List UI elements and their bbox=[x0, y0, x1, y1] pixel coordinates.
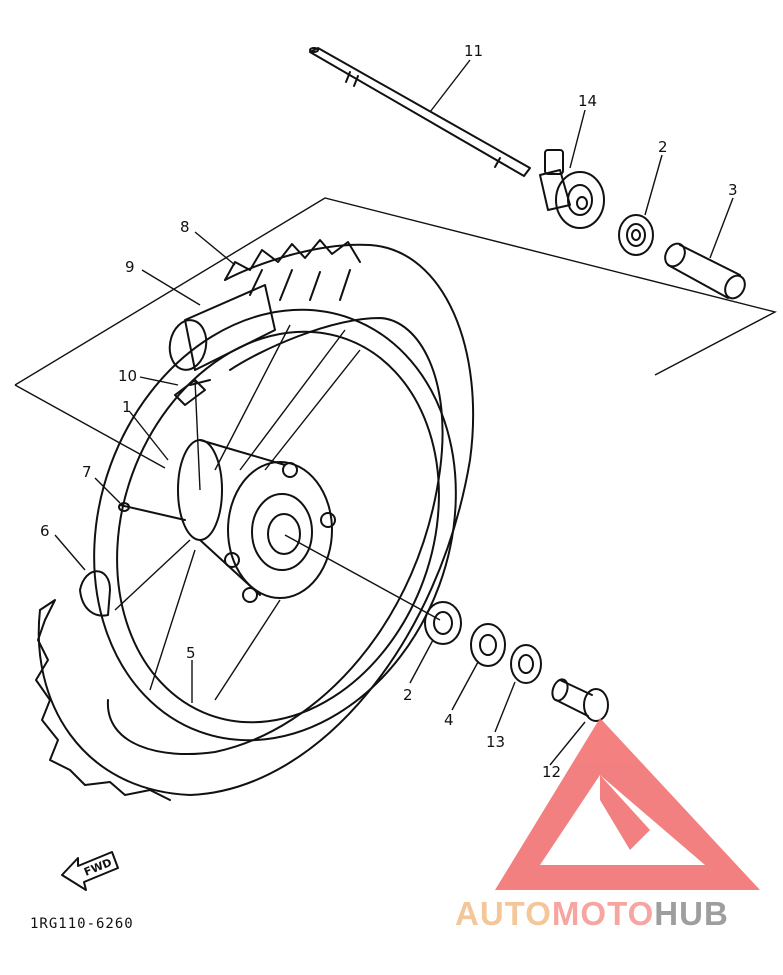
automotohub-logo-icon bbox=[495, 718, 760, 890]
callout-7: 7 bbox=[82, 463, 92, 481]
callout-12: 12 bbox=[542, 763, 561, 781]
speedometer-gear-unit bbox=[539, 149, 605, 229]
drawing-code: 1RG110-6260 bbox=[30, 916, 134, 932]
valve bbox=[174, 379, 211, 406]
callout-13: 13 bbox=[486, 733, 505, 751]
rim-band bbox=[79, 570, 111, 617]
callout-2-upper: 2 bbox=[658, 138, 668, 156]
watermark-hub: HUB bbox=[654, 895, 729, 932]
bearing-left bbox=[424, 601, 462, 645]
callout-9: 9 bbox=[125, 258, 135, 276]
callout-2-lower: 2 bbox=[403, 686, 413, 704]
oil-seal bbox=[470, 623, 506, 667]
tube bbox=[168, 284, 276, 371]
hub bbox=[177, 439, 336, 603]
watermark-moto: MOTO bbox=[552, 895, 654, 932]
callout-8: 8 bbox=[180, 218, 190, 236]
front-axle bbox=[309, 47, 531, 177]
watermark-text: AUTOMOTOHUB bbox=[455, 895, 729, 932]
rim bbox=[93, 308, 457, 742]
watermark-auto: AUTO bbox=[455, 895, 552, 932]
callout-14: 14 bbox=[578, 92, 597, 110]
callout-6: 6 bbox=[40, 522, 50, 540]
assembly-plane-outline bbox=[14, 197, 777, 386]
fwd-arrow-icon: FWD bbox=[61, 851, 119, 891]
callout-4: 4 bbox=[444, 711, 454, 729]
callout-11: 11 bbox=[464, 42, 483, 60]
axle-centerline bbox=[284, 534, 441, 621]
spacer-short bbox=[551, 678, 609, 722]
tire bbox=[35, 239, 475, 801]
spoke-set bbox=[114, 324, 361, 701]
spoke-nipple bbox=[118, 502, 186, 521]
callout-3: 3 bbox=[728, 181, 738, 199]
leader-lines bbox=[54, 59, 734, 766]
callout-10: 10 bbox=[118, 367, 137, 385]
spacer-long bbox=[664, 242, 746, 300]
callout-5: 5 bbox=[186, 644, 196, 662]
callout-1: 1 bbox=[122, 398, 132, 416]
bearing-right bbox=[618, 214, 654, 256]
collar bbox=[510, 644, 542, 684]
